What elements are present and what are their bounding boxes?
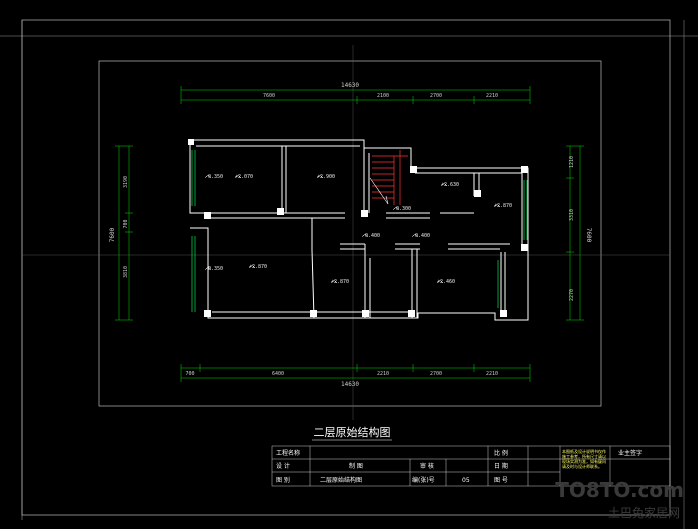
top-dim-2: 2100 bbox=[377, 93, 389, 99]
right-overall-dim: 7600 bbox=[585, 228, 592, 243]
top-dimension-lines bbox=[180, 86, 531, 104]
bottom-dimension-lines bbox=[180, 364, 531, 382]
top-dim-4: 2210 bbox=[486, 93, 498, 99]
title-block-sheet-no-label: 编(张)号 bbox=[412, 476, 435, 484]
title-block-owner-sign-label: 业主签字 bbox=[618, 449, 642, 457]
elevation-label: -0.300 bbox=[393, 206, 411, 212]
left-overall-dim: 7600 bbox=[109, 227, 116, 242]
watermark-brand: TO8TO.com bbox=[555, 478, 684, 502]
plan-frame bbox=[98, 60, 602, 407]
title-block-drawing-name-value: 二层原始结构图 bbox=[320, 476, 362, 484]
sheet-border bbox=[21, 19, 671, 516]
right-dim-3: 2270 bbox=[569, 289, 575, 301]
left-dim-2: 700 bbox=[123, 219, 129, 228]
elevation-label: -0.350 bbox=[205, 174, 223, 180]
title-block-drawing-no-label: 图 号 bbox=[494, 477, 508, 484]
elevation-label: +2.870 bbox=[331, 279, 349, 285]
top-dim-1: 7600 bbox=[263, 93, 275, 99]
title-block-drafting-label: 制 图 bbox=[349, 462, 363, 470]
title-block-scale-label: 比 例 bbox=[494, 449, 508, 457]
structural-columns bbox=[188, 139, 528, 317]
title-block-date-label: 日 期 bbox=[494, 462, 508, 470]
title-block-note-line: 现场实测为准，如有疑问 bbox=[562, 458, 606, 464]
bottom-dim-5: 2210 bbox=[486, 371, 498, 377]
title-block-grid bbox=[271, 445, 671, 487]
right-dim-2: 3310 bbox=[569, 209, 575, 221]
elevation-label: +2.070 bbox=[235, 174, 253, 180]
elevation-label: +2.900 bbox=[317, 174, 335, 180]
bottom-dim-3: 2210 bbox=[377, 371, 389, 377]
title-block-note-line: 请及时与设计师联系。 bbox=[562, 463, 602, 469]
elevation-label: +2.460 bbox=[437, 279, 455, 285]
elevation-label: +2.870 bbox=[249, 264, 267, 270]
top-overall-dim: 14630 bbox=[341, 82, 359, 89]
bottom-dim-1: 700 bbox=[185, 371, 194, 377]
title-block-note-line: 施工参考，所有尺寸请以 bbox=[562, 453, 606, 459]
drawing-title: 二层原始结构图 bbox=[314, 425, 391, 439]
floor-plan-walls bbox=[189, 139, 529, 321]
title-block-project-label: 工程名称 bbox=[276, 449, 300, 457]
elevation-label: -0.400 bbox=[412, 233, 430, 239]
bottom-dim-2: 6400 bbox=[272, 371, 284, 377]
right-dim-1: 1210 bbox=[569, 156, 575, 168]
title-block-sheet-no-value: 05 bbox=[462, 477, 470, 484]
elevation-label: -0.350 bbox=[205, 266, 223, 272]
watermark-subtitle: 土巴兔家居网 bbox=[608, 505, 680, 520]
left-dimension-lines bbox=[115, 145, 133, 321]
stair-arrow bbox=[369, 177, 389, 205]
bottom-overall-dim: 14630 bbox=[341, 381, 359, 388]
left-dim-1: 3190 bbox=[123, 176, 129, 188]
title-block-note-line: 本图纸及设计说明书仅作 bbox=[562, 448, 606, 454]
left-dim-3: 3810 bbox=[123, 266, 129, 278]
bottom-dim-4: 2700 bbox=[430, 371, 442, 377]
staircase bbox=[372, 150, 408, 205]
elevation-symbols bbox=[204, 174, 501, 284]
title-block-review-label: 审 核 bbox=[420, 462, 434, 470]
elevation-label: +2.630 bbox=[441, 182, 459, 188]
window-openings bbox=[191, 150, 528, 312]
elevation-label: -0.400 bbox=[362, 233, 380, 239]
right-dimension-lines bbox=[566, 145, 584, 321]
top-dim-3: 2700 bbox=[430, 93, 442, 99]
title-block-drawing-name-label: 图 别 bbox=[276, 476, 290, 484]
elevation-label: +2.870 bbox=[494, 203, 512, 209]
title-block-design-label: 设 计 bbox=[276, 462, 290, 470]
